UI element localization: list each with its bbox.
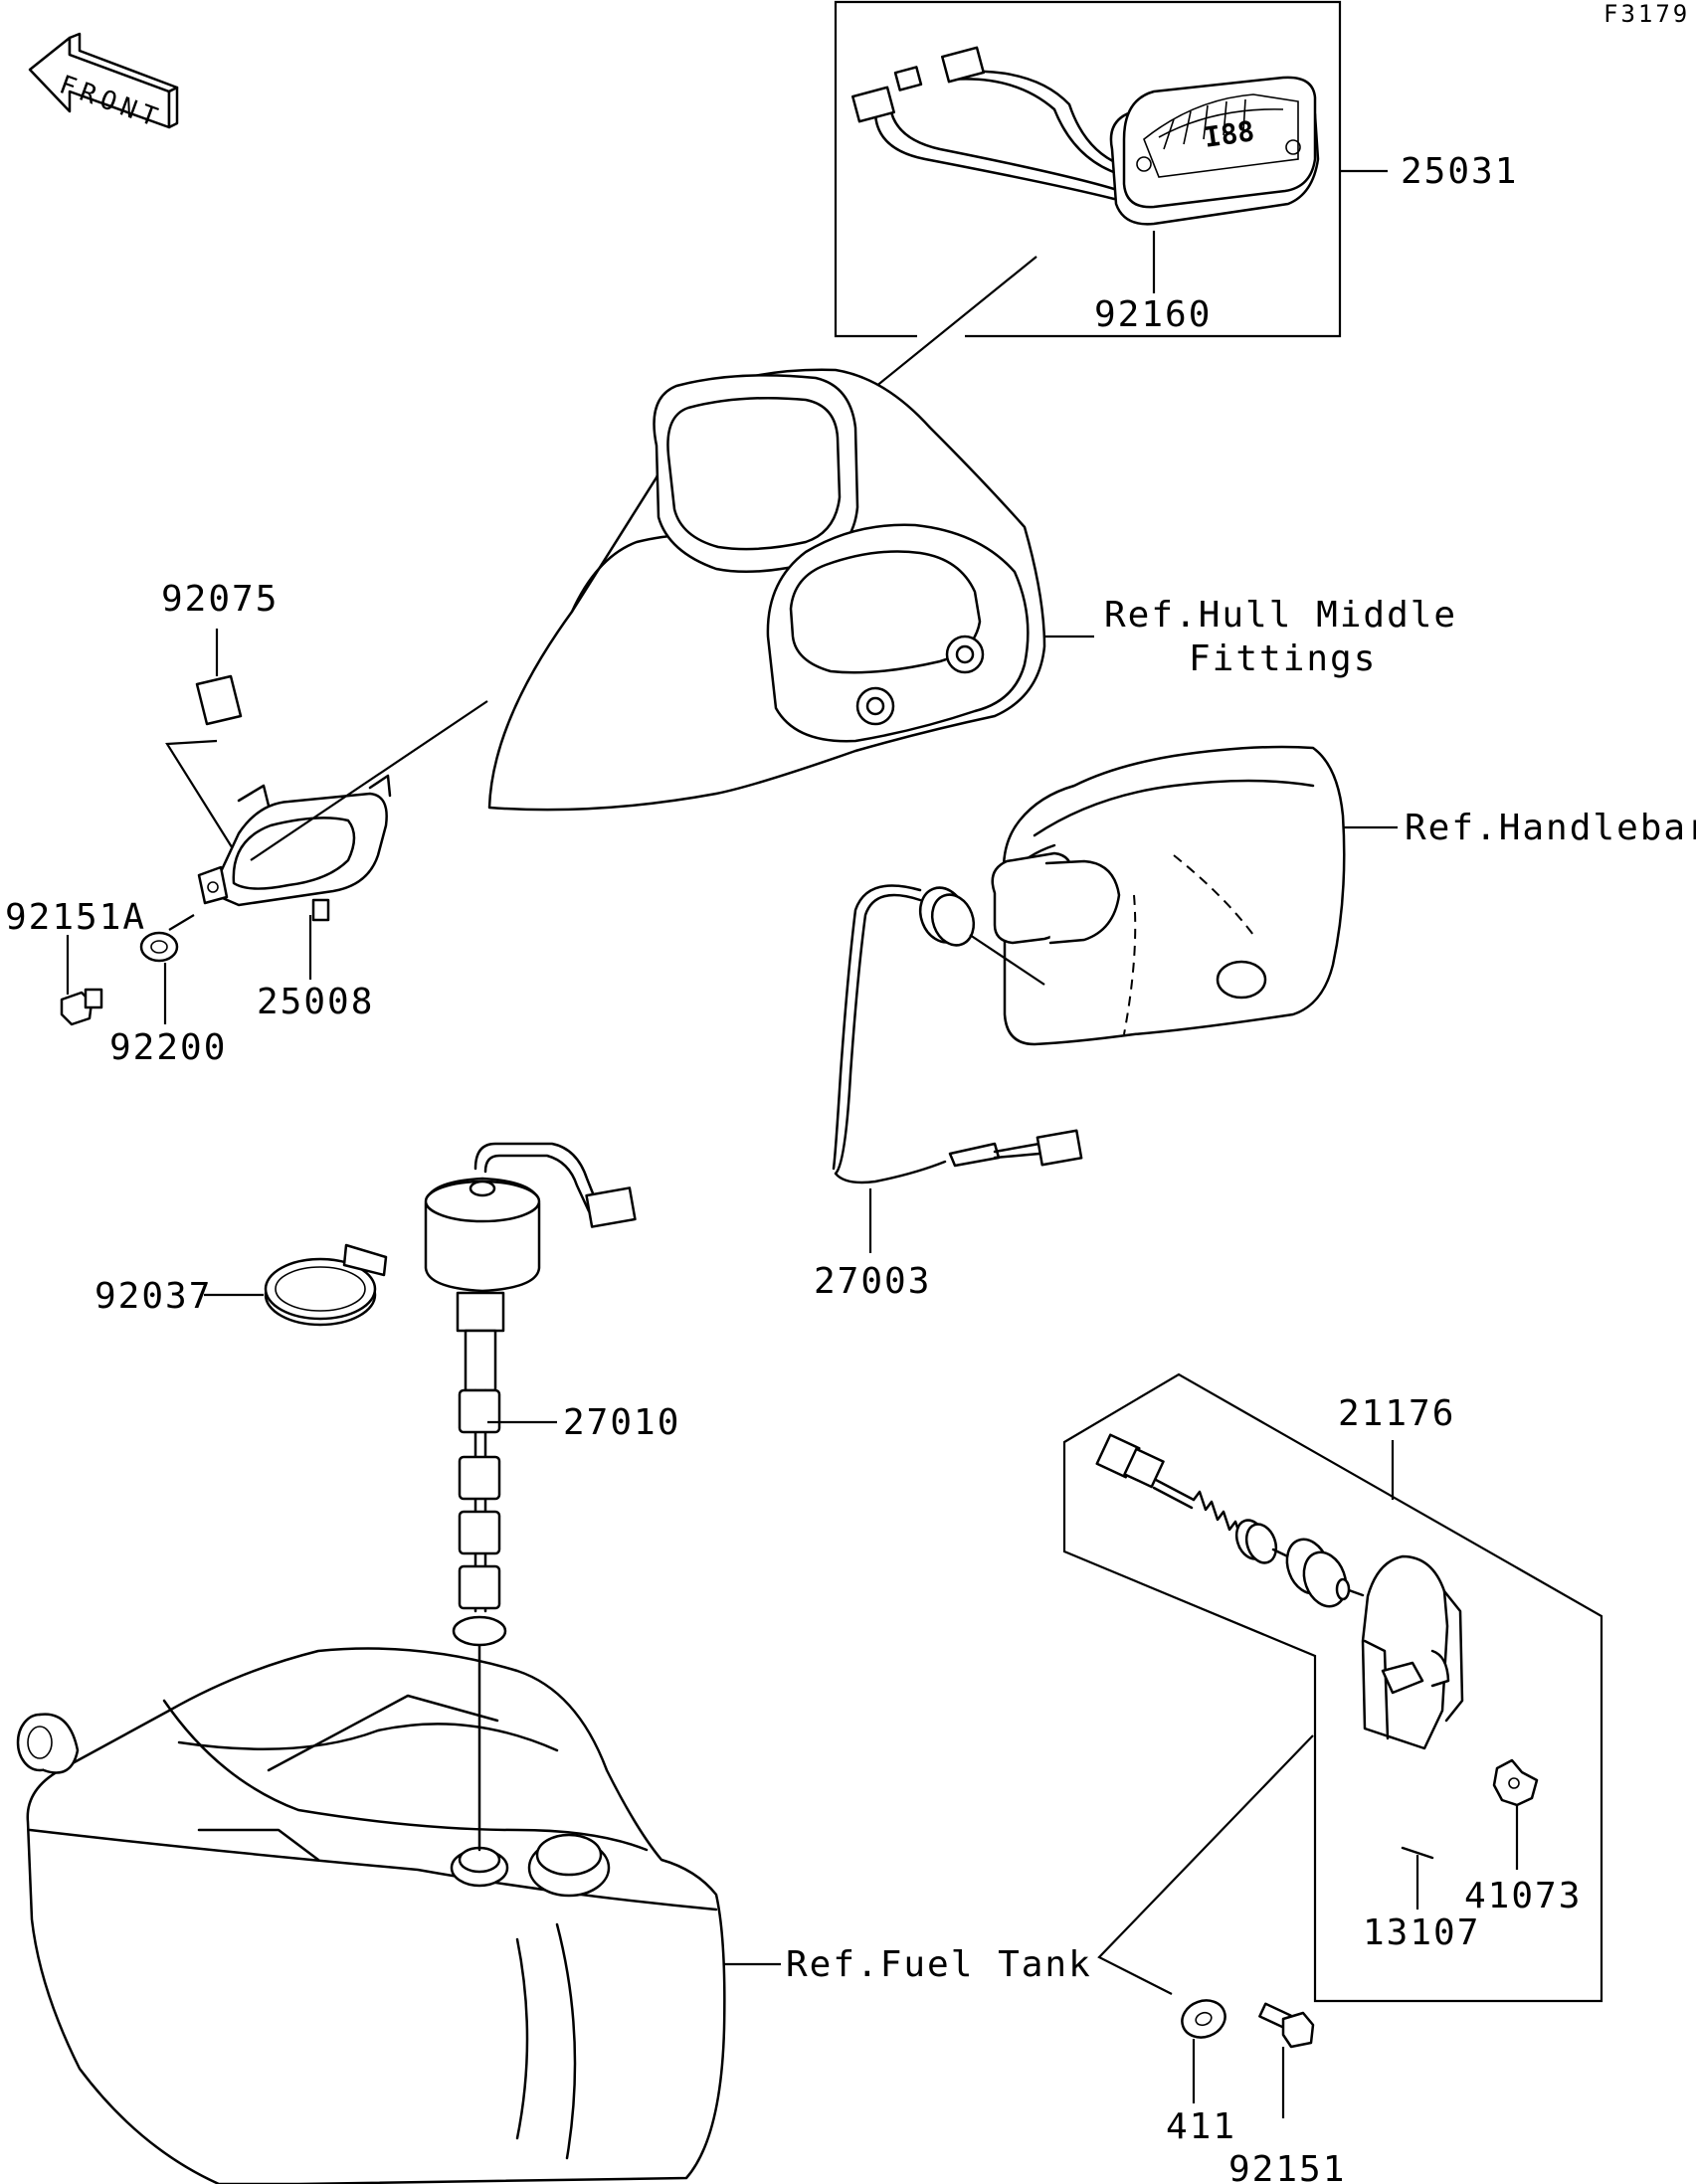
- switch-assembly: [1062, 1372, 1603, 2003]
- bolt-92151: [1258, 2002, 1315, 2118]
- part-92160-label: 92160: [1094, 294, 1212, 335]
- bracket-assembly: [165, 629, 488, 980]
- hull-fitting: [487, 368, 1094, 812]
- part-13107-label: 13107: [1363, 1912, 1480, 1953]
- bolt-92151A: [60, 935, 103, 1026]
- part-92075-label: 92075: [161, 579, 279, 620]
- part-92200-label: 92200: [109, 1027, 227, 1068]
- fuel-tank: [16, 1644, 781, 2184]
- handlebar-cover: [991, 745, 1398, 1046]
- part-25008-label: 25008: [257, 982, 374, 1022]
- figure-code: F3179: [1603, 0, 1690, 28]
- nut-92200: [139, 914, 195, 1024]
- clamp-92037: [204, 1243, 388, 1327]
- part-41073-label: 41073: [1464, 1876, 1582, 1916]
- part-27003-label: 27003: [814, 1261, 931, 1302]
- ref-hull-line2: Fittings: [1189, 638, 1377, 679]
- front-arrow-icon: FRONT: [28, 32, 179, 135]
- part-92151-label: 92151: [1228, 2149, 1346, 2184]
- meter-assembly: I88: [834, 0, 1388, 338]
- part-21176-label: 21176: [1338, 1393, 1455, 1434]
- sensor-27003: [832, 884, 1083, 1253]
- washer-411: [1181, 1999, 1226, 2103]
- ref-hull-line1: Ref.Hull Middle: [1104, 595, 1457, 636]
- sender-27010: [424, 1142, 637, 1647]
- part-25031-label: 25031: [1401, 151, 1518, 192]
- part-411-label: 411: [1166, 2106, 1236, 2147]
- ref-handlebar: Ref.Handlebar: [1405, 808, 1696, 848]
- part-92151A-label: 92151A: [5, 897, 146, 938]
- pin-13107: [1401, 1846, 1434, 1910]
- clip-41073: [1492, 1758, 1539, 1870]
- part-27010-label: 27010: [563, 1402, 680, 1443]
- ref-fuel-tank: Ref.Fuel Tank: [786, 1944, 1092, 1985]
- svg-text:I88: I88: [1202, 114, 1256, 154]
- part-92037-label: 92037: [94, 1276, 212, 1317]
